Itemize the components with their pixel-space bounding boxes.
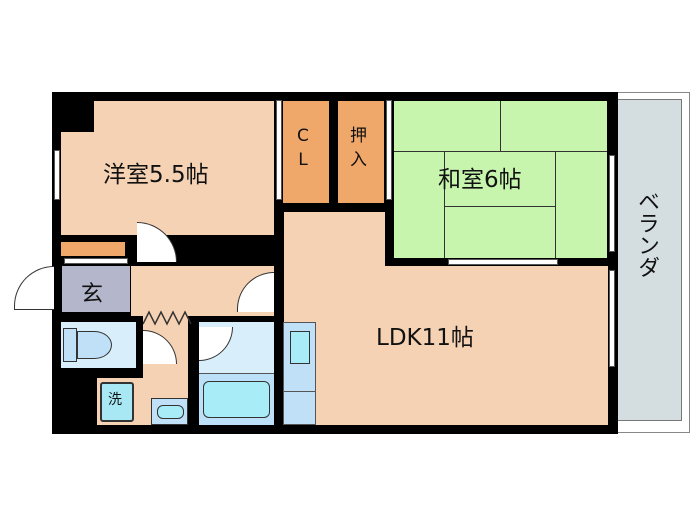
stove-line bbox=[283, 391, 316, 392]
window bbox=[609, 155, 615, 252]
tatami-line bbox=[500, 101, 501, 151]
window bbox=[276, 100, 282, 200]
window bbox=[64, 258, 128, 264]
window bbox=[448, 259, 558, 265]
western-room bbox=[61, 101, 274, 235]
entrance bbox=[62, 266, 130, 312]
tatami-line bbox=[555, 151, 556, 258]
kitchen-sink bbox=[290, 331, 310, 364]
window bbox=[609, 270, 615, 367]
toilet-tank bbox=[63, 328, 77, 362]
closet-label: C L bbox=[297, 126, 309, 170]
window bbox=[54, 150, 60, 200]
entrance-door[interactable] bbox=[14, 266, 54, 310]
veranda bbox=[616, 99, 682, 421]
washer-label: 洗 bbox=[108, 392, 122, 408]
curtain-icon bbox=[143, 310, 192, 326]
window bbox=[386, 100, 392, 200]
tatami-line bbox=[444, 206, 555, 207]
tatami-line bbox=[394, 151, 607, 152]
toilet-bowl bbox=[77, 331, 112, 359]
ldk-label: LDK11帖 bbox=[376, 325, 474, 351]
oshiire-label: 押 入 bbox=[350, 126, 367, 170]
oshiire bbox=[338, 101, 384, 203]
japanese-room bbox=[394, 101, 607, 258]
veranda-label: ベランダ bbox=[634, 190, 659, 278]
japanese-room-label: 和室6帖 bbox=[438, 167, 522, 193]
tatami-line bbox=[444, 151, 445, 258]
ldk bbox=[284, 266, 608, 425]
western-room-label: 洋室5.5帖 bbox=[103, 162, 209, 188]
basin-bowl bbox=[157, 405, 184, 419]
bathtub bbox=[203, 381, 270, 418]
entrance-label: 玄 bbox=[81, 282, 104, 307]
storage-shelf bbox=[61, 242, 125, 256]
closet bbox=[283, 101, 329, 203]
washer bbox=[100, 382, 134, 422]
pillar bbox=[52, 92, 94, 132]
